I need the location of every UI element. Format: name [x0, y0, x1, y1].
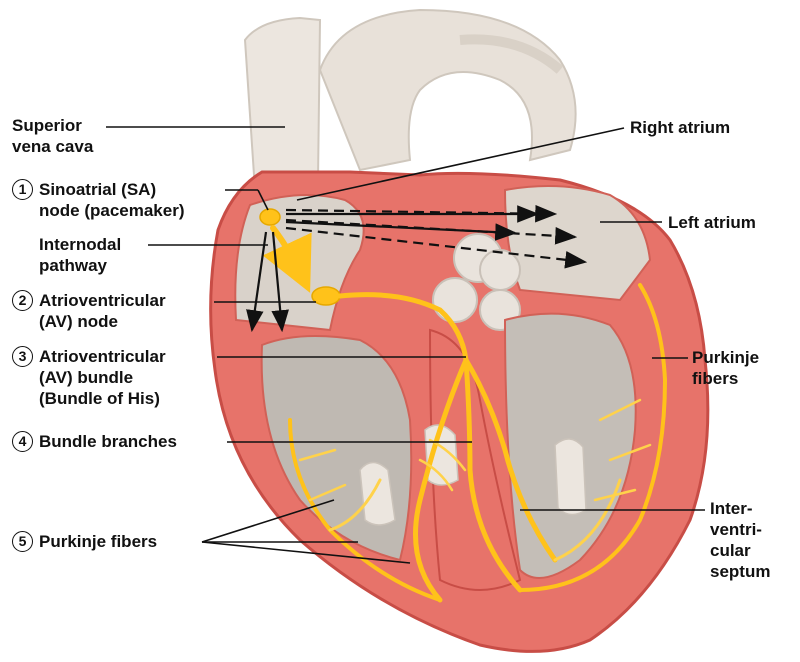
superior-vena-cava-line-1: Superior — [12, 115, 93, 136]
purkinje-fibers-right-label: Purkinje fibers — [692, 347, 759, 389]
left-atrium-label: Left atrium — [668, 212, 756, 233]
septum-line-3: cular — [710, 540, 770, 561]
av-bundle-label: 3 Atrioventricular (AV) bundle (Bundle of… — [12, 346, 166, 409]
av-bundle-line-2: (AV) bundle — [12, 367, 166, 388]
av-node-line-1: Atrioventricular — [39, 291, 166, 310]
right-atrium-line-1: Right atrium — [630, 117, 730, 138]
septum-line-4: septum — [710, 561, 770, 582]
septum-line-1: Inter- — [710, 498, 770, 519]
purkinje-right-line-1: Purkinje — [692, 347, 759, 368]
bundle-branches-line-1: Bundle branches — [39, 432, 177, 451]
left-atrium-line-1: Left atrium — [668, 212, 756, 233]
step-1-badge: 1 — [12, 179, 33, 200]
step-2-badge: 2 — [12, 290, 33, 311]
av-bundle-line-3: (Bundle of His) — [12, 388, 166, 409]
step-5-badge: 5 — [12, 531, 33, 552]
step-3-badge: 3 — [12, 346, 33, 367]
purkinje-fibers-left-label: 5 Purkinje fibers — [12, 531, 157, 552]
bundle-branches-label: 4 Bundle branches — [12, 431, 177, 452]
step-4-badge: 4 — [12, 431, 33, 452]
internodal-pathway-line-2: pathway — [39, 255, 121, 276]
interventricular-septum-label: Inter- ventri- cular septum — [710, 498, 770, 582]
right-atrium-label: Right atrium — [630, 117, 730, 138]
left-atrium-chamber — [505, 186, 650, 300]
superior-vena-cava-line-2: vena cava — [12, 136, 93, 157]
av-node-label: 2 Atrioventricular (AV) node — [12, 290, 166, 332]
internodal-pathway-label: Internodal pathway — [39, 234, 121, 276]
septum-line-2: ventri- — [710, 519, 770, 540]
av-bundle-line-1: Atrioventricular — [39, 347, 166, 366]
sa-node-line-2: node (pacemaker) — [12, 200, 185, 221]
great-vessels — [245, 10, 576, 190]
superior-vena-cava-label: Superior vena cava — [12, 115, 93, 157]
purkinje-right-line-2: fibers — [692, 368, 759, 389]
sa-node-line-1: Sinoatrial (SA) — [39, 180, 156, 199]
av-node-line-2: (AV) node — [12, 311, 166, 332]
purkinje-left-line-1: Purkinje fibers — [39, 532, 157, 551]
sa-node-label: 1 Sinoatrial (SA) node (pacemaker) — [12, 179, 185, 221]
internodal-pathway-line-1: Internodal — [39, 234, 121, 255]
